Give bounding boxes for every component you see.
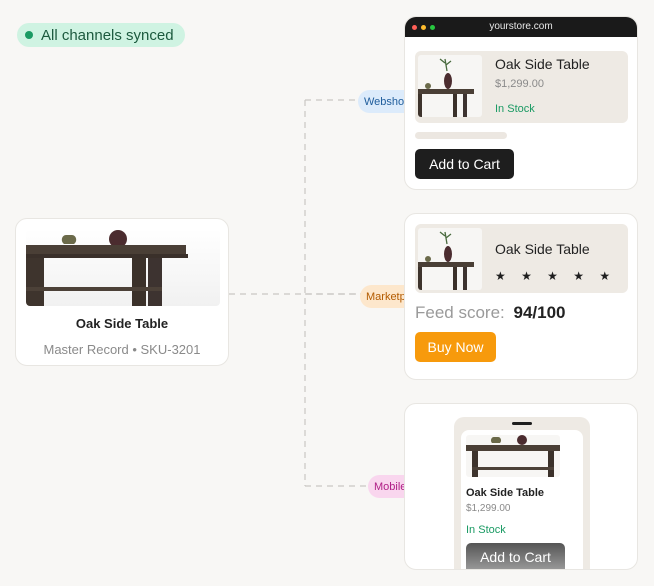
mobile-product-name: Oak Side Table: [466, 487, 545, 499]
master-record-card[interactable]: Oak Side Table Master Record • SKU-3201: [15, 218, 229, 366]
mobile-stock-status: In Stock: [466, 524, 506, 536]
webshop-stock-status: In Stock: [495, 103, 535, 115]
window-maximize-icon[interactable]: [430, 24, 435, 30]
mobile-app-preview-card: Oak Side Table $1,299.00 In Stock Add to…: [404, 403, 638, 570]
mobile-product-price: $1,299.00: [466, 503, 511, 514]
marketplace-preview-card: Oak Side Table ★ ★ ★ ★ ★ Feed score: 94/…: [404, 213, 638, 380]
phone-screen: Oak Side Table $1,299.00 In Stock Add to…: [461, 430, 583, 569]
star-rating: ★ ★ ★ ★ ★: [495, 269, 617, 283]
browser-url: yourstore.com: [489, 21, 553, 32]
webshop-product-panel: Oak Side Table $1,299.00 In Stock: [415, 51, 628, 123]
mobile-add-to-cart-button[interactable]: Add to Cart: [466, 543, 565, 569]
feed-score-label: Feed score:: [415, 303, 505, 322]
browser-title-bar: yourstore.com: [405, 17, 637, 37]
master-product-title: Oak Side Table: [75, 316, 169, 331]
marketplace-product-name: Oak Side Table: [495, 241, 590, 257]
phone-mockup: Oak Side Table $1,299.00 In Stock Add to…: [454, 417, 590, 569]
buy-now-button[interactable]: Buy Now: [415, 332, 496, 362]
feed-score-value: 94/100: [513, 303, 566, 322]
webshop-channel-tag: Webshop: [358, 90, 417, 113]
table-photo-icon: [466, 435, 560, 477]
status-dot-icon: [25, 31, 33, 39]
feed-score: Feed score: 94/100: [415, 303, 566, 323]
master-record-meta: Master Record • SKU-3201: [43, 342, 201, 357]
table-thumbnail-icon: [418, 228, 482, 290]
webshop-product-name: Oak Side Table: [495, 56, 590, 72]
sync-status-label: All channels synced: [41, 26, 174, 44]
sync-status-badge: All channels synced: [17, 23, 185, 47]
webshop-product-price: $1,299.00: [495, 78, 544, 90]
window-minimize-icon[interactable]: [421, 24, 426, 30]
table-photo-icon: [26, 229, 220, 306]
add-to-cart-button[interactable]: Add to Cart: [415, 149, 514, 179]
window-close-icon[interactable]: [412, 24, 417, 30]
webshop-preview-card: yourstore.com Oak Side Table $1,299.00 I…: [404, 16, 638, 190]
skeleton-placeholder: [415, 132, 507, 139]
table-thumbnail-icon: [418, 55, 482, 117]
marketplace-product-panel: Oak Side Table ★ ★ ★ ★ ★: [415, 224, 628, 293]
phone-notch: [512, 422, 532, 425]
